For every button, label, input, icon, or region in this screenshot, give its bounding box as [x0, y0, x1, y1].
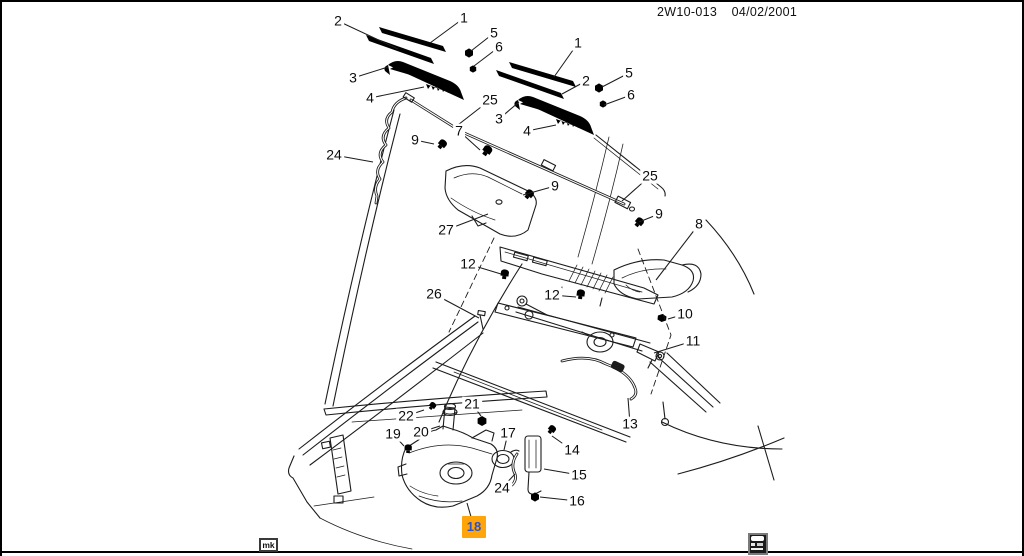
gm-logo-detail-1 [751, 543, 755, 546]
callout-5[interactable]: 5 [623, 64, 635, 81]
washer-hose-left [374, 96, 408, 205]
washer-hose-assembly [402, 92, 636, 212]
callout-6[interactable]: 6 [625, 86, 637, 103]
gm-logo-bar [751, 536, 764, 541]
callout-21[interactable]: 21 [462, 395, 482, 412]
washer-reservoir [397, 402, 498, 508]
gm-logo-detail-2 [757, 543, 763, 546]
wiper-linkage-assembly [494, 295, 665, 369]
callout-14[interactable]: 14 [562, 441, 582, 458]
callout-9[interactable]: 9 [549, 177, 561, 194]
callout-26[interactable]: 26 [424, 285, 444, 302]
callout-10[interactable]: 10 [675, 305, 695, 322]
author-mark: mk [262, 540, 275, 550]
author-mark-box: mk [259, 538, 278, 552]
document-date: 04/02/2001 [731, 5, 798, 19]
callout-25[interactable]: 25 [480, 91, 500, 108]
body-structure-right [649, 219, 785, 481]
leader-line-4 [369, 86, 425, 99]
leader-line-2 [337, 20, 399, 50]
callout-3[interactable]: 3 [493, 110, 505, 127]
wiper-blade-assembly-left [366, 27, 476, 100]
page-bottom-border [2, 551, 1022, 553]
callout-17[interactable]: 17 [498, 424, 518, 441]
callout-11[interactable]: 11 [683, 332, 703, 349]
callout-7[interactable]: 7 [453, 122, 465, 139]
callout-1[interactable]: 1 [572, 34, 584, 51]
callout-6[interactable]: 6 [493, 38, 505, 55]
callout-19[interactable]: 19 [383, 425, 403, 442]
callout-22[interactable]: 22 [396, 407, 416, 424]
cowl-side-panel [613, 259, 702, 300]
leader-line-8 [655, 223, 700, 281]
body-structure-left [287, 263, 523, 550]
callout-20[interactable]: 20 [411, 423, 431, 440]
reservoir-bracket [524, 435, 542, 495]
document-code: 2W10-013 [657, 5, 724, 19]
callout-5[interactable]: 5 [488, 24, 500, 41]
callout-2[interactable]: 2 [332, 12, 344, 29]
callout-2[interactable]: 2 [580, 72, 592, 89]
callout-24[interactable]: 24 [492, 479, 512, 496]
callout-8[interactable]: 8 [693, 215, 705, 232]
callout-4[interactable]: 4 [521, 122, 533, 139]
callout-15[interactable]: 15 [569, 466, 589, 483]
hose-24-lower [510, 452, 519, 487]
cowl-deflector-panel [444, 165, 537, 237]
callout-1[interactable]: 1 [458, 9, 470, 26]
callout-12[interactable]: 12 [458, 255, 478, 272]
fasteners [404, 138, 667, 502]
callout-25[interactable]: 25 [640, 167, 660, 184]
callout-12[interactable]: 12 [542, 286, 562, 303]
callout-3[interactable]: 3 [347, 69, 359, 86]
gm-logo-icon [748, 533, 768, 555]
callout-18-highlighted[interactable]: 18 [462, 516, 486, 538]
callout-13[interactable]: 13 [620, 415, 640, 432]
callout-16[interactable]: 16 [567, 492, 587, 509]
washer-hose-lower [560, 356, 638, 401]
alignment-dashed-lines [448, 237, 672, 395]
document-header: 2W10-013 04/02/2001 [657, 5, 805, 19]
callout-9[interactable]: 9 [409, 131, 421, 148]
gm-logo-detail-3 [751, 548, 763, 550]
callout-27[interactable]: 27 [436, 221, 456, 238]
callout-9[interactable]: 9 [653, 205, 665, 222]
callout-4[interactable]: 4 [364, 89, 376, 106]
callout-24[interactable]: 24 [324, 146, 344, 163]
